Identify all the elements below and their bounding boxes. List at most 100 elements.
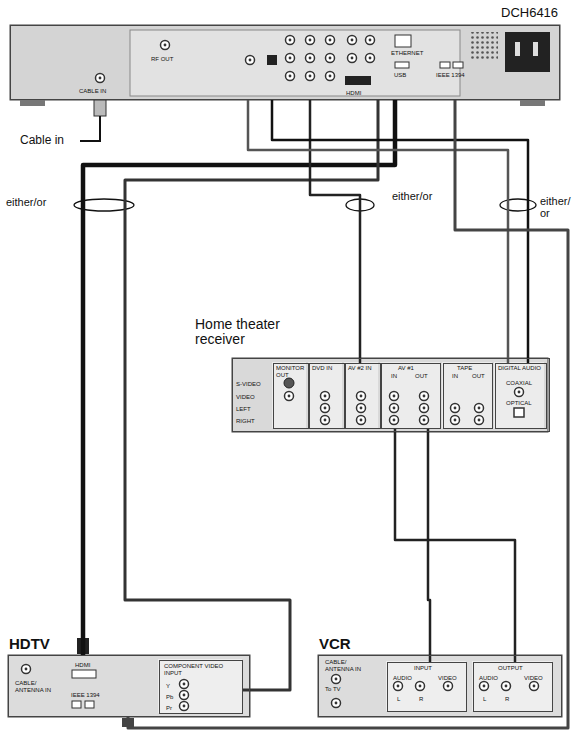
vcr-panel — [318, 655, 562, 717]
either-or-bracket — [500, 199, 536, 211]
hdtv-panel — [8, 655, 250, 717]
set-top-box — [505, 32, 550, 72]
output-group: OUTPUTAUDIOVIDEOLR — [473, 662, 553, 712]
box-heading: Home theater receiver — [195, 317, 320, 348]
vcr-panel — [530, 682, 539, 691]
set-top-box — [306, 54, 315, 63]
vcr-panel: VCRCABLE/ ANTENNA INTo TVINPUTAUDIOVIDEO… — [318, 655, 562, 717]
vcr-panel — [332, 699, 341, 708]
set-top-box — [348, 36, 357, 45]
set-top-box — [520, 100, 545, 106]
port-label: CABLE/ ANTENNA IN — [325, 659, 365, 672]
receiver-panel — [494, 362, 544, 428]
set-top-box — [326, 72, 335, 81]
receiver-panel — [232, 358, 548, 432]
port-label: COMPONENT VIDEO INPUT — [164, 663, 240, 676]
set-top-box — [453, 62, 463, 68]
port-label: AV #1 — [398, 365, 414, 372]
port-label: IEEE 1394 — [436, 72, 465, 79]
port-label: VIDEO — [438, 675, 457, 682]
port-label: RIGHT — [236, 418, 255, 425]
set-top-box — [20, 100, 45, 106]
set-top-box — [96, 74, 105, 83]
port-label: R — [419, 696, 423, 703]
vcr-panel — [394, 682, 403, 691]
port-label: L — [483, 696, 486, 703]
port-label: USB — [394, 72, 406, 79]
set-top-box — [470, 32, 498, 60]
receiver-panel — [390, 404, 399, 413]
set-top-box — [286, 54, 295, 63]
port-label: HDMI — [346, 90, 361, 97]
input-group: AV #2 IN — [345, 363, 381, 429]
input-group: DIGITAL AUDIOCOAXIALOPTICAL — [495, 363, 547, 429]
receiver-panel — [321, 404, 330, 413]
receiver-panel — [420, 404, 429, 413]
port-label: ETHERNET — [391, 50, 423, 57]
cable-in-wire — [80, 116, 100, 141]
port-label: IN — [391, 373, 397, 380]
port-label: OUTPUT — [498, 665, 523, 672]
set-top-box — [326, 54, 335, 63]
receiver-panel — [357, 392, 366, 401]
port-label: DVD IN — [312, 365, 342, 372]
hdtv-panel — [180, 702, 189, 711]
set-top-box — [306, 36, 315, 45]
cable-in-wire — [80, 100, 106, 141]
vcr-panel — [318, 655, 562, 717]
receiver-panel — [390, 416, 399, 425]
component-cable — [125, 100, 378, 690]
set-top-box — [348, 54, 357, 63]
port-label: S-VIDEO — [236, 381, 261, 388]
receiver-panel — [451, 416, 460, 425]
receiver-panel — [475, 416, 484, 425]
receiver-panel — [442, 362, 492, 428]
port-label: HDMI — [75, 662, 90, 669]
receiver-panel — [321, 416, 330, 425]
receiver-panel — [321, 392, 330, 401]
set-top-box — [440, 62, 450, 68]
callout-label: either/or — [392, 190, 432, 202]
port-label: MONITOR OUT — [276, 365, 306, 378]
receiver-panel — [232, 358, 548, 432]
port-label: COAXIAL — [506, 380, 532, 387]
set-top-box — [533, 42, 538, 56]
vcr-panel — [480, 682, 489, 691]
receiver-panel: Home theater receiverS-VIDEOVIDEOLEFTRIG… — [232, 358, 550, 432]
set-top-box — [130, 30, 460, 96]
rca-cable — [395, 429, 515, 662]
port-label: TAPE — [457, 365, 472, 372]
set-top-box — [10, 25, 560, 106]
port-label: Pr — [166, 705, 172, 712]
receiver-panel — [380, 362, 440, 428]
set-top-box — [395, 35, 411, 47]
receiver-panel — [451, 404, 460, 413]
hdtv-panel — [180, 691, 189, 700]
box-heading: VCR — [319, 636, 351, 653]
port-label: L — [397, 696, 400, 703]
input-group: AV #1INOUT — [381, 363, 441, 429]
port-label: OUT — [472, 373, 485, 380]
set-top-box — [246, 56, 255, 65]
port-label: IN — [452, 373, 458, 380]
port-label: OPTICAL — [506, 400, 532, 407]
port-label: Y — [166, 683, 170, 690]
port-label: AUDIO — [479, 675, 498, 682]
rca-cable — [428, 429, 430, 662]
cable-in-wire — [94, 100, 106, 116]
set-top-box — [161, 41, 170, 50]
hdtv-panel — [158, 659, 242, 713]
set-top-box: DCH6416CABLE INRF OUTETHERNETUSBHDMIIEEE… — [10, 25, 560, 100]
set-top-box — [395, 62, 409, 68]
port-label: AUDIO — [393, 675, 412, 682]
box-heading: DCH6416 — [501, 6, 558, 20]
hdtv-panel — [72, 701, 81, 708]
vcr-panel — [444, 682, 453, 691]
hdtv-panel — [72, 670, 96, 678]
receiver-panel — [390, 392, 399, 401]
port-label: LEFT — [236, 406, 251, 413]
receiver-panel — [357, 404, 366, 413]
hdtv-panel — [180, 680, 189, 689]
port-label: IEEE 1394 — [71, 692, 100, 699]
